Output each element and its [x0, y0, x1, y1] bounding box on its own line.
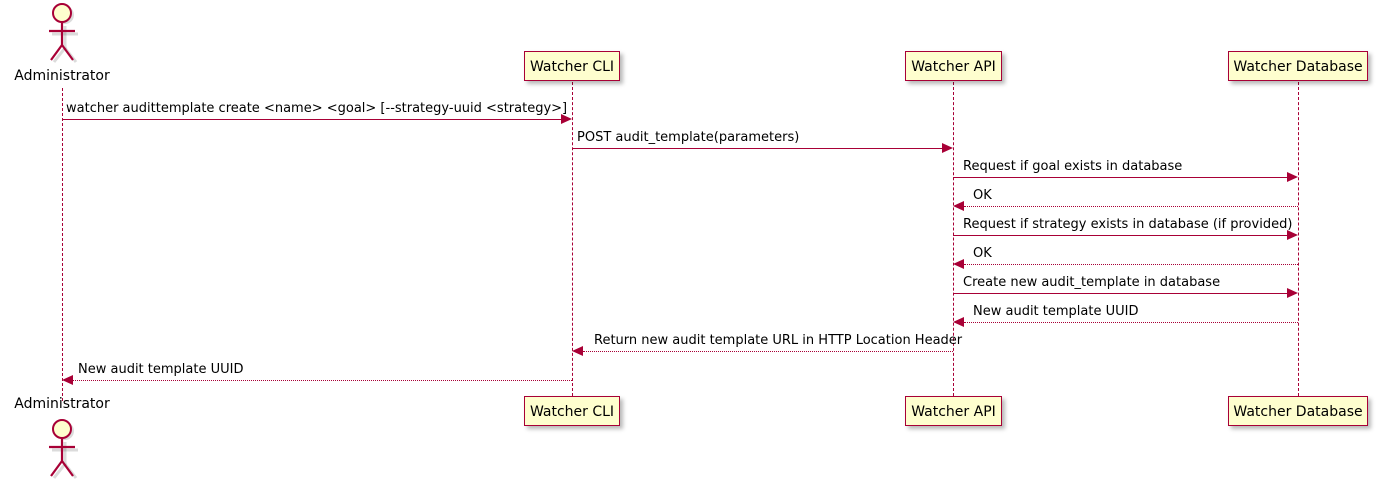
message-label-3: Request if goal exists in database [963, 159, 1183, 174]
message-line-10 [73, 380, 572, 381]
message-line-5 [953, 235, 1287, 236]
message-line-6 [964, 264, 1298, 265]
message-arrowhead-1 [561, 114, 572, 124]
message-label-10: New audit template UUID [78, 362, 244, 377]
message-arrowhead-5 [1287, 230, 1298, 240]
actor-label-administrator-top: Administrator [14, 68, 110, 84]
actor-icon [49, 419, 78, 479]
message-line-7 [953, 293, 1287, 294]
message-line-9 [583, 351, 953, 352]
message-arrowhead-3 [1287, 172, 1298, 182]
participant-watcher-database-bottom[interactable]: Watcher Database [1228, 396, 1368, 426]
message-arrowhead-2 [942, 143, 953, 153]
message-line-1 [62, 119, 561, 120]
message-line-4 [964, 206, 1298, 207]
participant-watcher-cli-bottom[interactable]: Watcher CLI [524, 396, 620, 426]
message-line-8 [964, 322, 1298, 323]
lifeline-watcher-database [1298, 82, 1299, 396]
message-arrowhead-8 [953, 317, 964, 327]
actor-administrator-top [39, 2, 85, 64]
participant-label-watcher-cli-bottom: Watcher CLI [529, 404, 615, 420]
message-line-3 [953, 177, 1287, 178]
actor-administrator-bottom [39, 418, 85, 480]
message-label-9: Return new audit template URL in HTTP Lo… [594, 333, 963, 348]
actor-icon [49, 3, 78, 63]
participant-label-watcher-database-top: Watcher Database [1233, 59, 1363, 75]
participant-watcher-cli-top[interactable]: Watcher CLI [524, 51, 620, 81]
message-label-4: OK [973, 188, 992, 203]
message-label-5: Request if strategy exists in database (… [963, 217, 1293, 232]
message-arrowhead-6 [953, 259, 964, 269]
participant-label-watcher-api-top: Watcher API [911, 59, 996, 75]
message-label-7: Create new audit_template in database [963, 275, 1221, 290]
message-label-8: New audit template UUID [973, 304, 1139, 319]
participant-watcher-api-bottom[interactable]: Watcher API [905, 396, 1002, 426]
message-label-6: OK [973, 246, 992, 261]
actor-label-administrator-bottom: Administrator [14, 396, 110, 412]
participant-label-watcher-cli-top: Watcher CLI [529, 59, 615, 75]
participant-label-watcher-database-bottom: Watcher Database [1233, 404, 1363, 420]
message-arrowhead-9 [572, 346, 583, 356]
lifeline-watcher-cli [572, 82, 573, 396]
message-label-1: watcher audittemplate create <name> <goa… [66, 101, 568, 116]
message-arrowhead-10 [62, 375, 73, 385]
participant-label-watcher-api-bottom: Watcher API [911, 404, 996, 420]
lifeline-watcher-api [953, 82, 954, 396]
message-line-2 [572, 148, 942, 149]
participant-watcher-api-top[interactable]: Watcher API [905, 51, 1002, 81]
message-arrowhead-7 [1287, 288, 1298, 298]
lifeline-administrator [62, 88, 63, 401]
participant-watcher-database-top[interactable]: Watcher Database [1228, 51, 1368, 81]
message-arrowhead-4 [953, 201, 964, 211]
message-label-2: POST audit_template(parameters) [577, 130, 800, 145]
